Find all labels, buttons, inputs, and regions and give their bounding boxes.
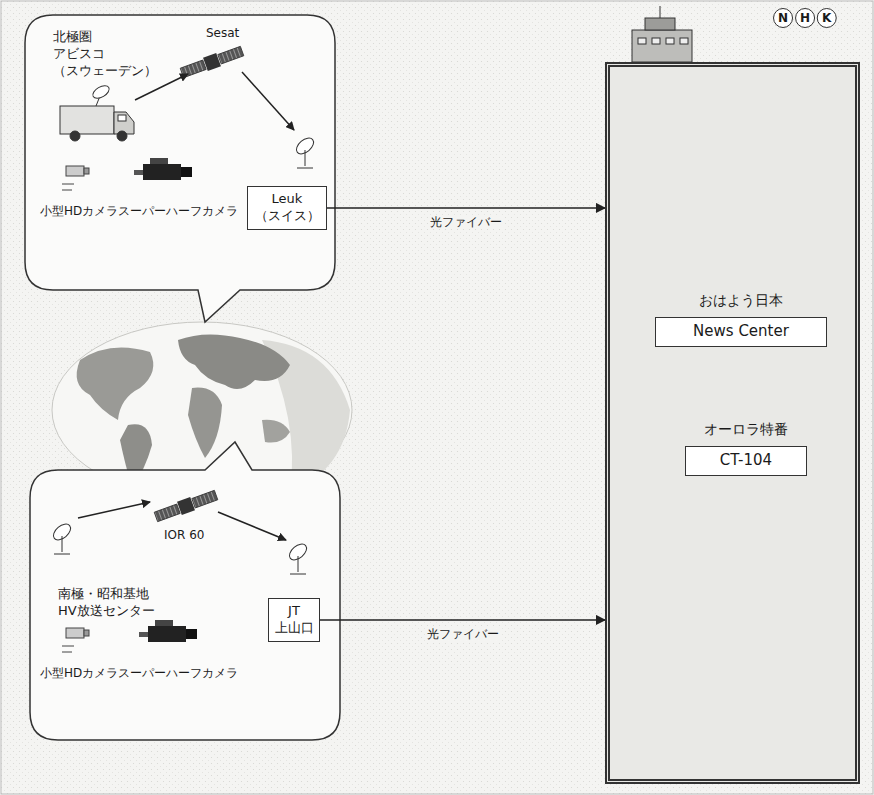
decor-shape	[262, 420, 290, 443]
decor-shape	[60, 106, 114, 134]
decor-shape	[62, 652, 72, 653]
decor-shape	[114, 112, 134, 134]
decor-shape	[305, 150, 306, 166]
place-name: 南極・昭和基地 HV放送センター	[58, 586, 198, 620]
callout-bubble: 北極圏 アビスコ （スウェーデン） Leuk （スイス）	[25, 15, 335, 290]
place-name: 北極圏 アビスコ （スウェーデン）	[53, 29, 173, 80]
decor-shape	[117, 131, 127, 141]
decor-shape	[180, 60, 206, 78]
connector-arrow	[320, 619, 605, 621]
decor-shape	[181, 167, 192, 177]
decor-shape	[66, 628, 84, 638]
decor-shape	[139, 632, 148, 637]
decor-shape	[290, 574, 306, 575]
dish-antenna	[293, 135, 316, 168]
station-name: Leuk （スイス）	[251, 191, 323, 225]
connector-arrow	[327, 207, 605, 209]
decor-shape	[118, 115, 126, 121]
decor-shape	[62, 536, 63, 552]
signal-arrow	[218, 512, 286, 540]
decor-shape	[148, 626, 186, 642]
decor-shape	[298, 556, 299, 572]
studio-name: News Center	[655, 317, 827, 347]
satellite	[154, 488, 219, 523]
decor-shape	[645, 18, 675, 30]
decor-shape	[632, 30, 692, 62]
logo-text: NHK	[778, 11, 858, 27]
signal-arrow	[242, 72, 294, 130]
decor-shape	[660, 6, 661, 18]
decor-shape	[680, 38, 688, 44]
broadcast-centre: NHKおはよう日本News Centerオーロラ特番CT-104	[605, 62, 860, 784]
building-roof	[632, 6, 692, 62]
decor-shape	[62, 646, 74, 647]
station-box: Leuk （スイス）	[247, 186, 327, 230]
decor-shape	[192, 490, 218, 508]
decor-shape	[66, 166, 84, 176]
programme-name: オーロラ特番	[685, 420, 807, 438]
callout-bubble	[25, 15, 335, 322]
super-harp-camera	[134, 158, 192, 180]
dish-antenna	[286, 541, 309, 574]
decor-shape	[666, 38, 674, 44]
small-camera	[62, 628, 89, 652]
studio-name: CT-104	[685, 446, 807, 476]
decor-shape	[70, 131, 80, 141]
programme-name: おはよう日本	[655, 291, 827, 309]
station-box: JT 上山口	[268, 598, 320, 642]
decor-shape	[54, 554, 70, 555]
decor-shape	[155, 620, 173, 626]
dish-antenna	[50, 521, 73, 554]
super-harp-camera	[139, 620, 197, 642]
decor-shape	[62, 190, 72, 191]
studio-box: おはよう日本 News Center	[655, 291, 827, 347]
decor-shape	[188, 388, 222, 458]
decor-shape	[91, 83, 112, 101]
callout-bubble: 南極・昭和基地 HV放送センター JT 上山口	[30, 470, 340, 740]
decor-shape	[178, 334, 290, 389]
signal-arrow	[135, 74, 188, 100]
small-camera	[62, 166, 89, 190]
connector-label: 光ファイバー	[425, 627, 501, 641]
decor-shape	[84, 168, 89, 174]
decor-shape	[652, 38, 660, 44]
camera-label: 小型HDカメラ	[40, 666, 118, 680]
camera-label: 小型HDカメラ	[40, 204, 118, 218]
decor-shape	[186, 629, 197, 639]
decor-shape	[297, 168, 313, 169]
decor-shape	[154, 504, 180, 522]
camera-label: スーパーハーフカメラ	[118, 204, 238, 218]
decor-shape	[62, 184, 74, 185]
studio-box: オーロラ特番 CT-104	[685, 420, 807, 476]
satellite-name: Sesat	[206, 26, 239, 40]
decor-shape	[638, 38, 646, 44]
signal-arrow	[78, 502, 150, 518]
decor-shape	[134, 170, 143, 175]
uplink-truck	[60, 83, 134, 141]
decor-shape	[77, 348, 154, 421]
station-name: JT 上山口	[272, 603, 316, 637]
decor-shape	[84, 630, 89, 636]
decor-shape	[150, 158, 168, 164]
satellite	[180, 44, 245, 79]
decor-shape	[218, 46, 244, 64]
camera-label: スーパーハーフカメラ	[118, 666, 238, 680]
callout-bubble	[30, 442, 340, 740]
connector-label: 光ファイバー	[428, 215, 504, 229]
decor-shape	[143, 164, 181, 180]
satellite-name: IOR 60	[164, 528, 204, 542]
